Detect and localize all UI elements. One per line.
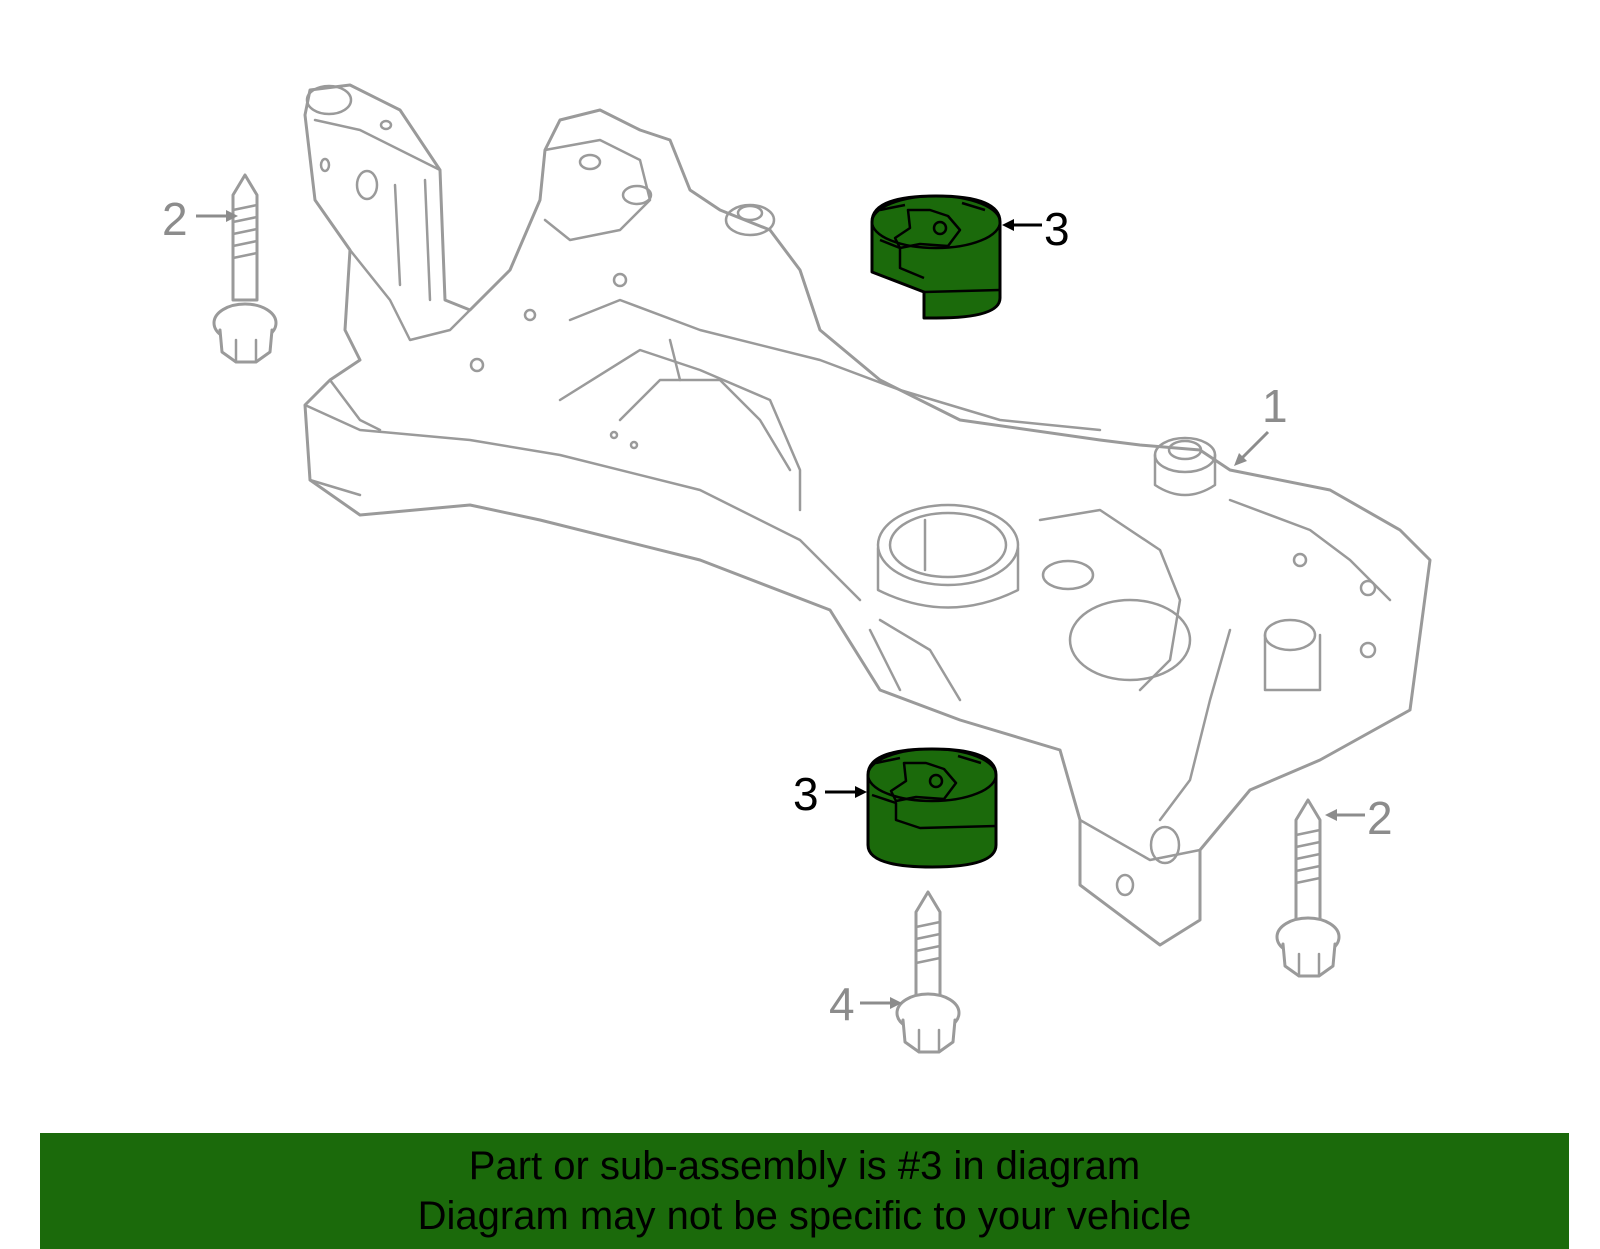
bushing-bottom (866, 747, 998, 869)
callout-label: 3 (793, 768, 819, 820)
callout-2-left: 2 (162, 193, 238, 245)
arrowhead (226, 210, 238, 222)
callout-4: 4 (829, 978, 902, 1030)
arrowhead (1002, 219, 1014, 231)
arrowhead (1325, 809, 1337, 821)
bushing-top (870, 194, 1002, 320)
callout-2-right: 2 (1325, 792, 1393, 844)
callout-label: 3 (1044, 203, 1070, 255)
bolt-bottom (895, 890, 961, 1054)
subframe-crossmember (303, 83, 1432, 947)
callout-label: 2 (1367, 792, 1393, 844)
banner-line-part: Part or sub-assembly is #3 in diagram (468, 1144, 1141, 1188)
callout-1: 1 (1234, 380, 1288, 466)
callout-label: 4 (829, 978, 855, 1030)
banner-line-disclaimer: Diagram may not be specific to your vehi… (417, 1194, 1192, 1238)
callout-label: 1 (1262, 380, 1288, 432)
arrowhead (855, 786, 867, 798)
bolt-right (1275, 798, 1341, 978)
callout-3-top: 3 (1002, 203, 1070, 255)
callout-arrow (1238, 430, 1270, 462)
bolt-left (212, 173, 278, 364)
info-banner: Part or sub-assembly is #3 in diagram Di… (40, 1133, 1569, 1249)
arrowhead (890, 997, 902, 1009)
callout-3-bottom: 3 (793, 768, 867, 820)
arrowhead (1234, 453, 1247, 466)
callout-label: 2 (162, 193, 188, 245)
